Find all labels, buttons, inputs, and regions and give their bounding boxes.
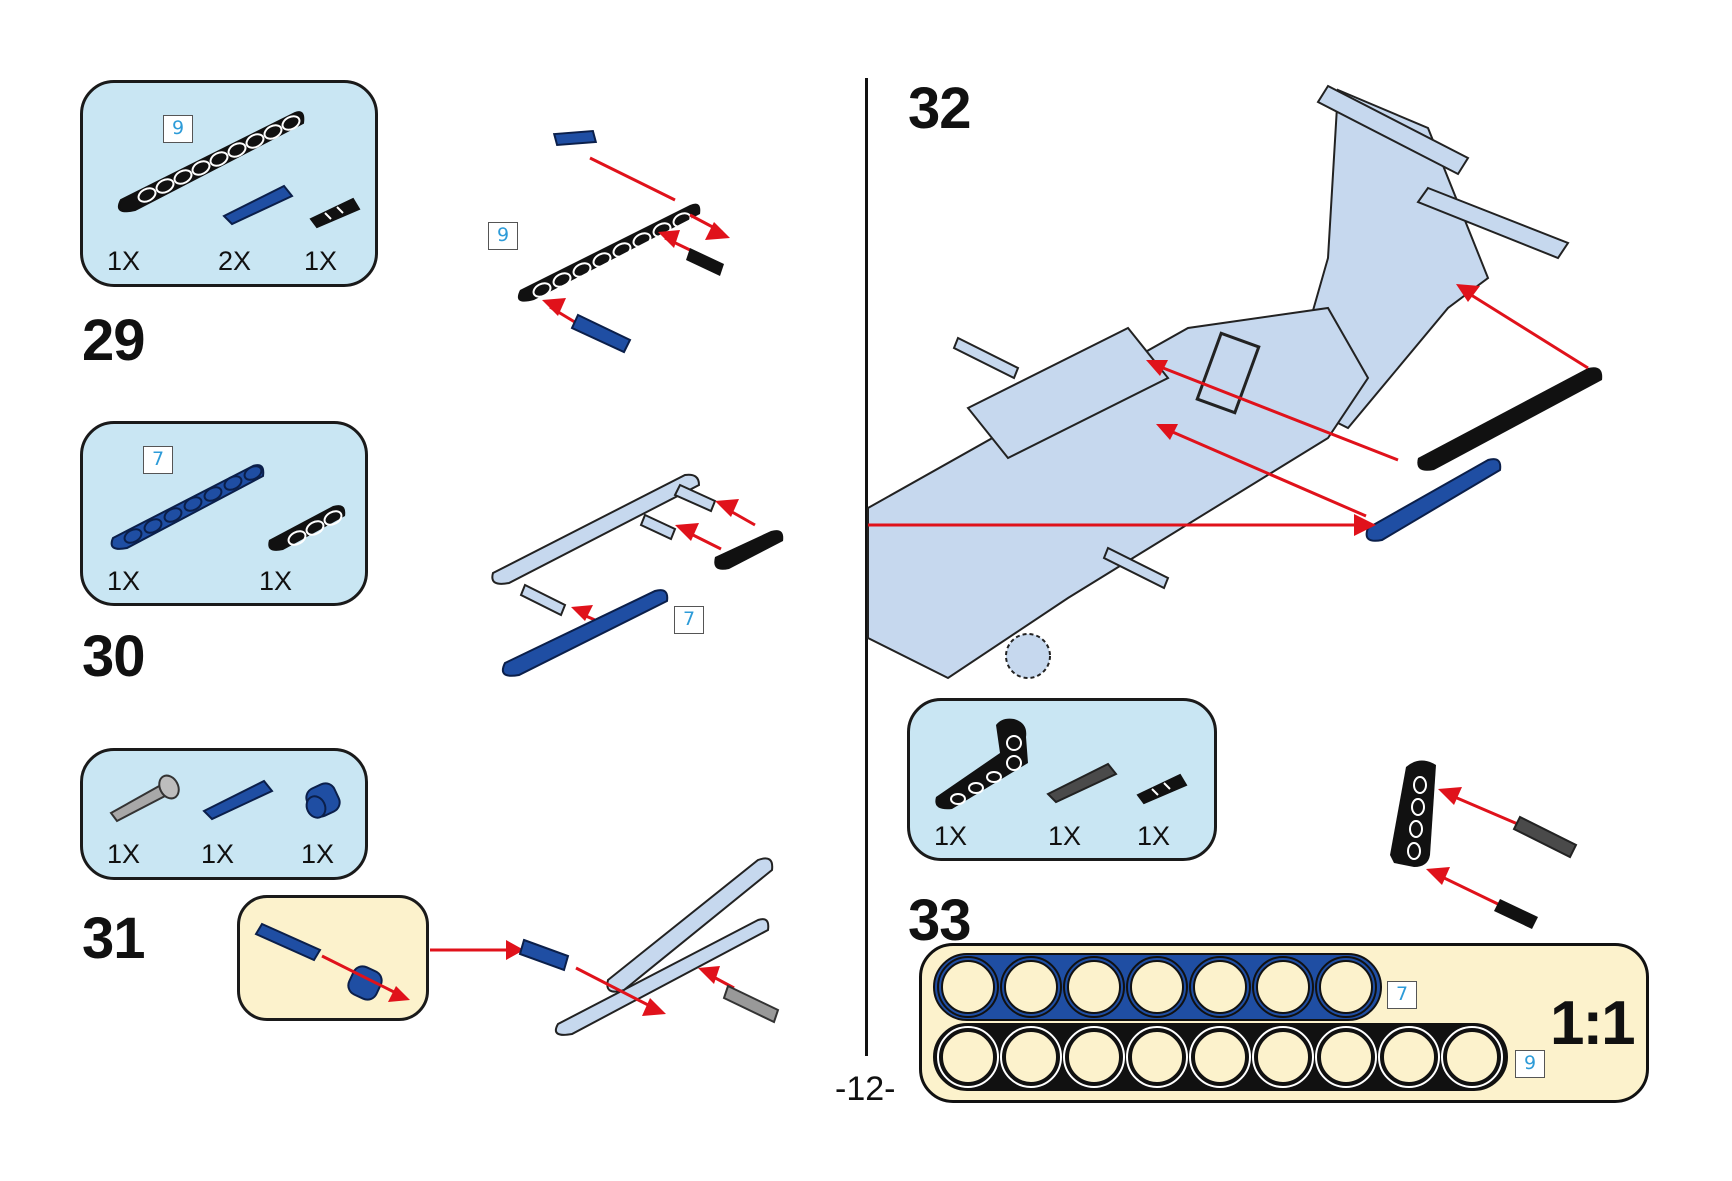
ruler-hole: [1319, 1030, 1373, 1084]
blue-long-pin-icon: [202, 779, 274, 821]
ruler-hole-ring: [1126, 1026, 1188, 1088]
ruler-hole: [1130, 960, 1184, 1014]
step-31-assembly-illustration: [430, 857, 780, 1036]
quantity-label: 1X: [107, 839, 141, 869]
ruler-hole-ring: [1252, 956, 1314, 1018]
quantity-label: 1X: [107, 566, 141, 596]
beam-9-black-icon: [117, 111, 305, 213]
step-29-assembly-illustration: [517, 129, 730, 354]
length-tag: 7: [1387, 981, 1417, 1009]
ruler-hole: [1445, 1030, 1499, 1084]
ruler-hole: [1004, 1030, 1058, 1084]
quantity-label: 1X: [259, 566, 293, 596]
ruler-hole: [1193, 1030, 1247, 1084]
ruler-hole-ring: [1378, 1026, 1440, 1088]
ruler-hole: [1004, 960, 1058, 1014]
ruler-hole-ring: [937, 956, 999, 1018]
ruler-hole-ring: [1189, 1026, 1251, 1088]
blue-long-pin-icon: [222, 184, 294, 226]
ruler-hole-ring: [1315, 1026, 1377, 1088]
ruler-hole-ring: [1063, 956, 1125, 1018]
step-number: 29: [82, 308, 146, 373]
quantity-label: 2X: [218, 246, 252, 276]
step-31-parts-box: 1X 1X 1X: [80, 748, 368, 880]
step-number: 31: [82, 906, 146, 971]
dark-grey-axle-pin-icon: [1046, 762, 1118, 804]
ruler-hole: [1256, 1030, 1310, 1084]
scale-label: 1:1: [1550, 989, 1636, 1058]
ruler-hole-ring: [1315, 956, 1377, 1018]
quantity-label: 1X: [201, 839, 235, 869]
grey-long-pin-with-stop-icon: [109, 774, 180, 823]
ruler-hole-ring: [1189, 956, 1251, 1018]
ruler-beams: [933, 953, 1508, 1091]
step-number: 32: [908, 76, 972, 141]
black-angular-beam-icon: [935, 718, 1028, 810]
quantity-label: 1X: [301, 839, 335, 869]
ruler-hole: [941, 960, 995, 1014]
ruler-hole-ring: [1252, 1026, 1314, 1088]
ruler-hole-ring: [1126, 956, 1188, 1018]
quantity-label: 1X: [934, 821, 968, 851]
step-32-assembly-illustration: [867, 84, 1603, 680]
ruler-hole-ring: [1000, 956, 1062, 1018]
step-number: 33: [908, 888, 972, 953]
step-33-parts-box: 1X 1X 1X: [907, 698, 1217, 861]
ruler-hole: [1382, 1030, 1436, 1084]
length-tag: 9: [488, 222, 518, 250]
ruler-hole-ring: [937, 1026, 999, 1088]
subassembly-pin-into-bush-illustration: [254, 922, 410, 1002]
ruler-hole-ring: [1000, 1026, 1062, 1088]
black-friction-pin-icon: [1136, 773, 1188, 805]
beam-3-black-icon: [268, 505, 346, 551]
step-31-subassembly-box: [237, 895, 429, 1021]
column-divider: [865, 78, 868, 1056]
ruler-hole: [1130, 1030, 1184, 1084]
ruler-hole-ring: [1063, 1026, 1125, 1088]
quantity-label: 1X: [1137, 821, 1171, 851]
quantity-label: 1X: [304, 246, 338, 276]
length-tag: 7: [143, 446, 173, 474]
length-tag: 7: [674, 606, 704, 634]
black-friction-pin-icon: [309, 197, 361, 229]
page-number: -12-: [835, 1070, 896, 1108]
ruler-hole-ring: [1441, 1026, 1503, 1088]
ruler-hole: [1067, 960, 1121, 1014]
length-tag: 9: [163, 115, 193, 143]
ruler-hole: [1067, 1030, 1121, 1084]
length-tag: 9: [1515, 1050, 1545, 1078]
quantity-label: 1X: [1048, 821, 1082, 851]
quantity-label: 1X: [107, 246, 141, 276]
ruler-hole: [1193, 960, 1247, 1014]
scale-ruler: 7 9: [919, 943, 1649, 1103]
ruler-hole: [941, 1030, 995, 1084]
beam-7-blue-icon: [110, 464, 265, 550]
step-number: 30: [82, 624, 146, 689]
step-33-assembly-illustration: [1390, 760, 1578, 929]
step-29-parts-box: 9 1X 2X 1X: [80, 80, 378, 287]
step-30-assembly-illustration: [491, 473, 784, 677]
ruler-hole: [1256, 960, 1310, 1014]
step-30-parts-box: 7 1X 1X: [80, 421, 368, 606]
blue-bush-icon: [305, 782, 341, 819]
ruler-hole: [1319, 960, 1373, 1014]
